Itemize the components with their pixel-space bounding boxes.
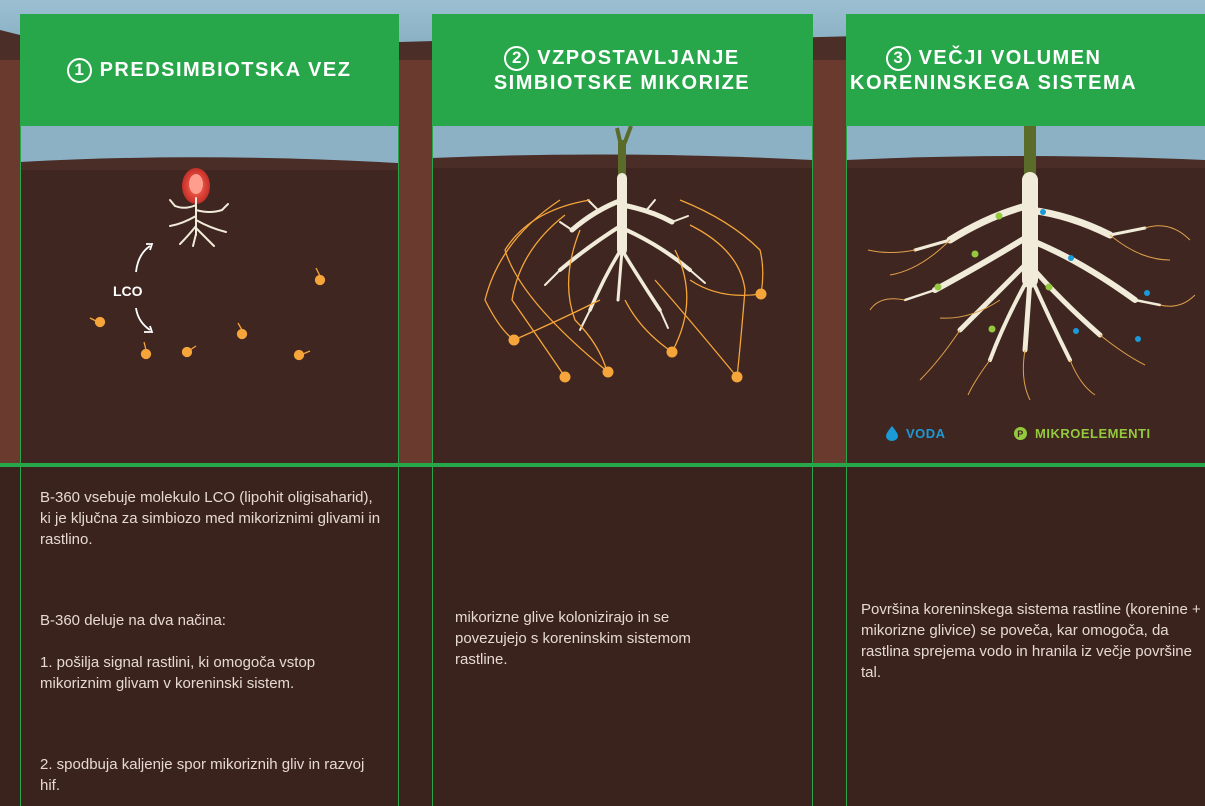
- panel-3-title-line-2: KORENINSKEGA SISTEMA: [850, 71, 1138, 94]
- panel-3-paragraph: Površina koreninskega sistema rastline (…: [861, 601, 1201, 681]
- panel-1-title: PREDSIMBIOTSKA VEZ: [99, 59, 352, 81]
- legend-micro-label: MIKROELEMENTI: [1035, 426, 1151, 441]
- water-drop-icon: [886, 426, 898, 441]
- legend-water-label: VODA: [906, 426, 946, 441]
- legend-water: VODA: [886, 426, 946, 441]
- panel-3-title-line-1: VEČJI VOLUMEN: [918, 47, 1102, 69]
- panel-1-paragraph-2: B-360 deluje na dva načina:: [40, 612, 226, 629]
- phosphorus-symbol: P: [1017, 428, 1024, 439]
- step-number-badge: 2: [504, 45, 530, 71]
- plant-with-hyphae-icon: [484, 125, 767, 383]
- panel-1-scene: [20, 126, 398, 466]
- panel-2-title-line-2: SIMBIOTSKE MIKORIZE: [493, 71, 751, 94]
- expanded-root-system-icon: [867, 126, 1196, 401]
- step-number-badge: 1: [66, 57, 92, 83]
- germinating-seed-icon: [169, 168, 229, 247]
- panel-1-header: 1 PREDSIMBIOTSKA VEZ: [20, 14, 398, 126]
- lco-arrows: [135, 243, 154, 333]
- panel-1-paragraph-4: 2. spodbuja kaljenje spor mikoriznih gli…: [40, 756, 365, 794]
- spores: [89, 267, 326, 361]
- panel-2-paragraph: mikorizne glive kolonizirajo in se povez…: [455, 609, 691, 668]
- panel-1-paragraph-3: 1. pošilja signal rastlini, ki omogoča v…: [40, 654, 316, 692]
- legend-microelements: P MIKROELEMENTI: [1014, 426, 1151, 441]
- panel-2-header: 2 VZPOSTAVLJANJE SIMBIOTSKE MIKORIZE: [432, 14, 812, 126]
- lco-label: LCO: [113, 283, 143, 299]
- panel-2-title-line-1: VZPOSTAVLJANJE: [537, 47, 740, 69]
- panel-1-paragraph-1: B-360 vsebuje molekulo LCO (lipohit olig…: [40, 489, 381, 548]
- phosphorus-dot-icon: P: [1014, 427, 1027, 440]
- step-number-badge: 3: [885, 45, 911, 71]
- panel-3-header: 3 VEČJI VOLUMEN KORENINSKEGA SISTEMA: [846, 14, 1205, 126]
